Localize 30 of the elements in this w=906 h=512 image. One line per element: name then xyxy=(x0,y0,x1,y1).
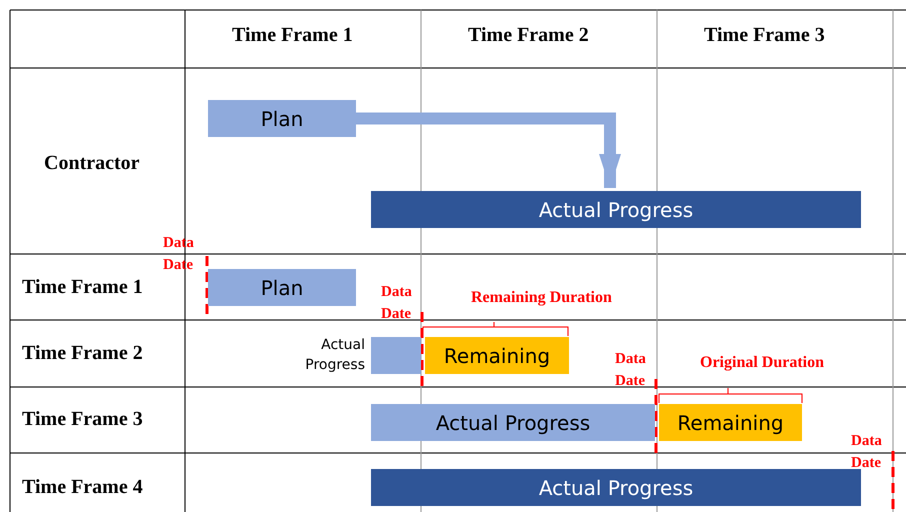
column-header: Time Frame 1 xyxy=(232,24,353,47)
arrow xyxy=(356,112,621,188)
bar-label: Plan xyxy=(260,276,304,300)
bar-label: Remaining xyxy=(444,344,550,368)
bar-caption: Actual Progress xyxy=(304,336,365,375)
row-header: Time Frame 1 xyxy=(22,276,143,299)
progress-bar xyxy=(425,337,569,374)
data-date-label: Data Date xyxy=(851,432,883,473)
progress-bar xyxy=(208,100,356,137)
bar-label: Remaining xyxy=(677,410,784,434)
progress-bar xyxy=(371,337,421,374)
duration-label: Original Duration xyxy=(700,354,824,372)
bar-label: Plan xyxy=(260,106,304,130)
row-header: Contractor xyxy=(44,152,140,175)
data-date-label: Data Date xyxy=(615,350,647,391)
row-header: Time Frame 3 xyxy=(22,408,143,431)
bar-label: Actual Progress xyxy=(436,410,590,434)
progress-bar xyxy=(208,269,356,306)
column-header: Time Frame 2 xyxy=(468,24,589,47)
data-date-label: Data Date xyxy=(381,283,413,324)
column-header: Time Frame 3 xyxy=(704,24,825,47)
progress-bar xyxy=(371,191,861,228)
progress-bar xyxy=(659,404,802,441)
bar-label: Actual Progress xyxy=(538,198,694,222)
row-header: Time Frame 4 xyxy=(22,476,143,499)
row-header: Time Frame 2 xyxy=(22,342,143,365)
progress-bar xyxy=(371,404,655,441)
bar-label: Actual Progress xyxy=(538,476,694,500)
progress-bar xyxy=(371,469,861,506)
duration-label: Remaining Duration xyxy=(471,289,612,307)
